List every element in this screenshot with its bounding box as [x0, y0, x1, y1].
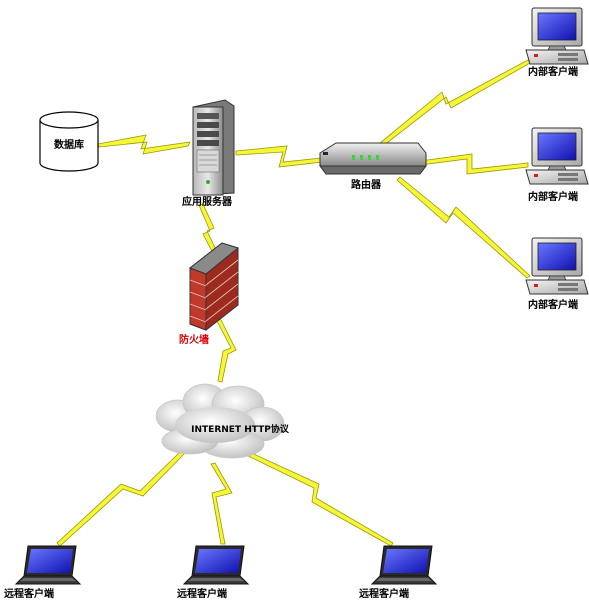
internet-cloud-node: INTERNET HTTP协议	[155, 383, 290, 459]
link-cloud-remote2	[210, 462, 233, 545]
link-cloud-remote1	[56, 450, 185, 547]
database-node: 数据库	[39, 111, 99, 172]
desktop-computer-icon	[525, 127, 589, 185]
firewall-label: 防火墙	[179, 333, 209, 346]
link-server-router	[235, 145, 323, 168]
router-label: 路由器	[351, 178, 382, 191]
remote-client-1: 远程客户端	[4, 545, 81, 600]
database-cylinder-icon	[39, 111, 99, 172]
app-server-label: 应用服务器	[182, 195, 233, 208]
link-router-client3	[396, 176, 531, 279]
remote-client-3: 远程客户端	[359, 545, 437, 600]
brick-firewall-icon	[188, 242, 240, 331]
internal-client-label: 内部客户端	[528, 298, 578, 311]
link-firewall-cloud	[215, 317, 237, 383]
internal-client-2: 内部客户端	[525, 127, 589, 203]
laptop-icon	[371, 545, 437, 585]
internal-client-label: 内部客户端	[528, 190, 578, 203]
remote-client-label: 远程客户端	[359, 587, 409, 600]
internet-label: INTERNET HTTP协议	[191, 423, 290, 435]
tower-server-icon	[192, 99, 235, 196]
remote-client-label: 远程客户端	[177, 587, 227, 600]
app-server-node: 应用服务器	[182, 99, 235, 208]
laptop-icon	[15, 545, 81, 585]
cloud-icon	[155, 383, 285, 459]
network-links	[56, 59, 531, 547]
desktop-computer-icon	[525, 7, 589, 65]
internal-client-label: 内部客户端	[528, 65, 578, 78]
link-router-client2	[419, 153, 529, 175]
remote-client-2: 远程客户端	[177, 545, 249, 600]
internal-client-3: 内部客户端	[525, 237, 589, 311]
laptop-icon	[183, 545, 249, 585]
desktop-computer-icon	[525, 237, 589, 295]
router-icon	[319, 142, 427, 175]
database-label: 数据库	[54, 138, 84, 151]
firewall-node: 防火墙	[179, 242, 240, 346]
link-database-server	[97, 134, 191, 155]
router-node: 路由器	[319, 142, 427, 191]
link-router-client1	[379, 59, 531, 147]
internal-client-1: 内部客户端	[525, 7, 589, 78]
link-cloud-remote3	[243, 450, 394, 547]
remote-client-label: 远程客户端	[4, 587, 54, 600]
